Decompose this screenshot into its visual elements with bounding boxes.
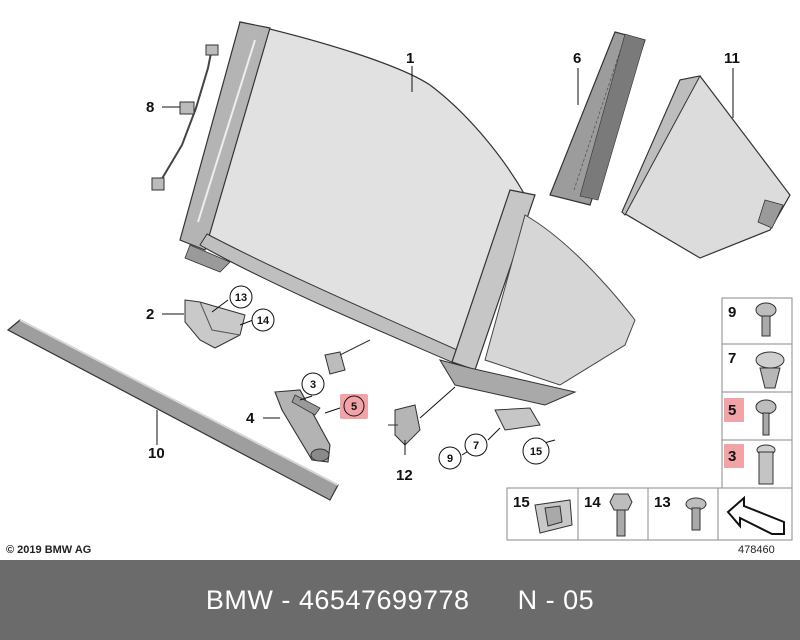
callout-3: 3	[301, 372, 325, 396]
part-6-strip	[549, 31, 646, 206]
brand-text: BMW	[205, 584, 274, 615]
callout-15: 15	[522, 437, 550, 465]
label-part-8: 8	[146, 99, 154, 116]
legend-highlight-5	[724, 398, 744, 422]
fastener-legend-column: 9 7 5 3	[721, 297, 793, 489]
expansion-nut-3-icon	[756, 444, 776, 485]
screw-13-icon	[685, 497, 707, 531]
assembly-arrow-icon	[726, 495, 785, 535]
page-text: N - 05	[517, 584, 595, 615]
part-4-motor	[274, 389, 331, 463]
legend-highlight-3	[724, 444, 744, 468]
label-part-11: 11	[724, 50, 740, 67]
callout-5-label: 5	[351, 401, 357, 413]
part-10-seal-strip	[6, 319, 339, 501]
screw-9-icon	[755, 302, 777, 337]
callout-13: 13	[229, 285, 253, 309]
legend-label-9: 9	[728, 304, 736, 321]
label-part-1: 1	[406, 50, 414, 67]
clip-15-icon	[534, 499, 573, 534]
callout-14: 14	[251, 308, 275, 332]
clip-7-icon	[755, 351, 785, 389]
label-part-10: 10	[148, 445, 165, 462]
label-part-2: 2	[146, 306, 154, 323]
spacer	[470, 585, 518, 616]
part-3-clip	[324, 339, 371, 375]
bolt-14-icon	[609, 493, 633, 537]
legend-label-7: 7	[728, 350, 736, 367]
screw-5-icon	[755, 399, 777, 436]
callout-5: 5	[340, 394, 368, 419]
legend-label-13: 13	[654, 494, 671, 511]
legend-label-15: 15	[513, 494, 530, 511]
label-part-6: 6	[573, 50, 581, 67]
label-part-4: 4	[246, 410, 255, 427]
copyright-text: © 2019 BMW AG	[6, 544, 91, 556]
part-11-cover	[621, 75, 791, 259]
callout-15-label: 15	[530, 446, 542, 458]
callout-9: 9	[438, 446, 462, 470]
part-2-bracket	[184, 299, 246, 349]
part-12-connector	[388, 404, 421, 446]
part-1-roller-blind	[179, 21, 636, 406]
legend-label-14: 14	[584, 494, 601, 511]
part-number-banner: BMW - 46547699778 N - 05	[0, 560, 800, 640]
parts-diagram: 1 8 6 11 2 4 10 12 13 14 3 5 9 7 15 9	[6, 21, 793, 556]
legend-label-5: 5	[728, 402, 736, 419]
callout-9-label: 9	[447, 453, 453, 465]
part-number-text: 46547699778	[298, 584, 470, 615]
separator-text: -	[273, 584, 299, 615]
label-part-12: 12	[396, 467, 413, 484]
part-8-cable	[151, 44, 219, 191]
legend-label-3: 3	[728, 448, 736, 465]
lower-bracket	[494, 407, 541, 431]
leader-lines	[156, 66, 734, 456]
callout-14-label: 14	[257, 315, 270, 327]
callout-3-label: 3	[310, 379, 316, 391]
callout-13-label: 13	[235, 292, 247, 304]
callout-7: 7	[464, 433, 488, 457]
fastener-legend-row: 15 14 13	[506, 487, 793, 541]
diagram-number: 478460	[738, 544, 775, 556]
callout-7-label: 7	[473, 440, 479, 452]
